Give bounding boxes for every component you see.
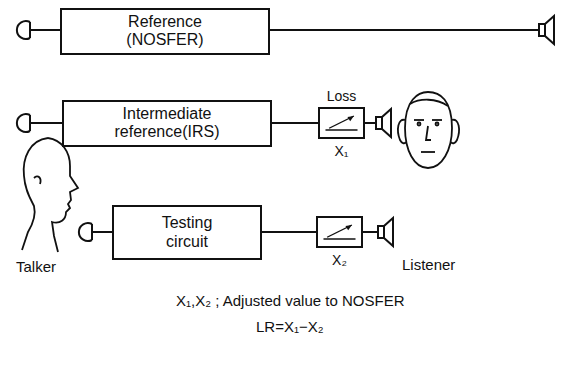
loss-attenuator: LossX₁ (318, 107, 365, 139)
connector (262, 232, 316, 233)
connector (272, 123, 318, 124)
testing-circuit-box: Testing circuit (112, 205, 262, 260)
irs-box: Intermediate reference(IRS) (62, 100, 272, 147)
loss-attenuator: X₂ (316, 216, 363, 248)
box-label: Testing circuit (142, 214, 232, 251)
attenuator-label: X₁ (334, 143, 348, 159)
talker-label: Talker (16, 258, 56, 275)
attenuator-symbol (318, 218, 361, 246)
attenuator-label: X₂ (332, 252, 347, 268)
listener-label: Listener (402, 256, 455, 273)
attenuator-label: Loss (327, 88, 357, 104)
box-label: Intermediate reference(IRS) (97, 105, 237, 142)
talker-profile (22, 138, 78, 252)
attenuator-symbol (320, 109, 363, 137)
definition-note: X₁,X₂ ; Adjusted value to NOSFER (176, 292, 405, 309)
listener-head (398, 92, 459, 168)
reference-box: Reference (NOSFER) (60, 8, 270, 55)
speakers (270, 16, 554, 246)
formula: LR=X₁−X₂ (256, 318, 324, 335)
box-label: Reference (NOSFER) (105, 13, 225, 50)
